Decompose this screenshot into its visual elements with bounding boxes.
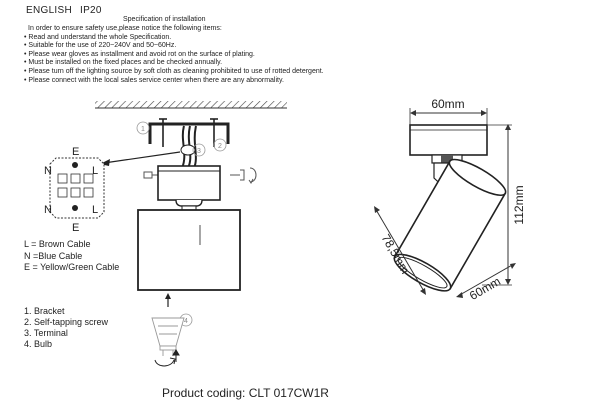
part-item: 2. Self-tapping screw bbox=[24, 317, 109, 327]
dim-height: 112mm bbox=[512, 185, 526, 224]
dim-top-width: 60mm bbox=[431, 97, 464, 111]
product-joint-fill bbox=[441, 155, 453, 163]
spec-intro: In order to ensure safety use,please not… bbox=[28, 25, 222, 32]
terminal-connector bbox=[180, 144, 196, 156]
spec-item: • Please connect with the local sales se… bbox=[24, 76, 284, 84]
bulb-icon bbox=[151, 317, 185, 356]
arm-joint bbox=[175, 199, 203, 207]
ip-rating: IP20 bbox=[80, 5, 102, 16]
ceiling-hatch bbox=[95, 101, 287, 108]
spec-item: • Must be installed on the fixed places … bbox=[24, 59, 223, 67]
callout-3 bbox=[192, 143, 206, 157]
spec-item: • Please wear gloves as installment and … bbox=[24, 50, 255, 58]
lamp-body bbox=[137, 209, 241, 291]
dim-top-arrow-right bbox=[481, 110, 487, 116]
terminal-block bbox=[49, 157, 105, 219]
dim-diameter-line bbox=[457, 263, 515, 297]
callout-1 bbox=[136, 121, 150, 135]
spec-item: • Read and understand the whole Specific… bbox=[24, 33, 172, 41]
dim-length-arrow-bottom bbox=[420, 288, 426, 295]
dim-top-arrow-left bbox=[410, 110, 416, 116]
callout-4-label: 4 bbox=[184, 318, 188, 325]
legend-item: L = Brown Cable bbox=[24, 239, 91, 249]
language-label: ENGLISH bbox=[26, 5, 73, 16]
dim-diameter-arrow-right bbox=[510, 263, 516, 269]
product-cylinder bbox=[393, 158, 507, 292]
dim-height-arrow-top bbox=[505, 124, 511, 130]
spec-item: • Suitable for the use of 220~240V and 5… bbox=[24, 42, 177, 50]
product-coding: Product coding: CLT 017CW1R bbox=[162, 386, 329, 400]
bulb-arrow-head bbox=[165, 293, 171, 299]
part-item: 1. Bracket bbox=[24, 306, 65, 316]
terminal-right-label-bottom: L bbox=[92, 204, 98, 216]
cable-legend: L = Brown Cable N =Blue Cable E = Yellow… bbox=[24, 239, 119, 274]
terminal-top-label: E bbox=[72, 146, 79, 158]
side-screw-icon bbox=[230, 167, 257, 184]
callout-3-label: 3 bbox=[197, 148, 201, 155]
dim-length-arrow-top bbox=[374, 206, 380, 213]
rotate-arrow-icon bbox=[154, 349, 180, 367]
detail-arrow bbox=[103, 151, 181, 164]
product-base bbox=[409, 124, 488, 156]
dim-diameter: 60mm bbox=[467, 274, 503, 303]
parts-list: 1. Bracket 2. Self-tapping screw 3. Term… bbox=[24, 306, 108, 350]
terminal-left-label: N bbox=[44, 165, 52, 177]
terminal-left-label-bottom: N bbox=[44, 204, 52, 216]
screw-icon bbox=[210, 118, 218, 147]
dim-length-line bbox=[374, 207, 426, 294]
legend-item: N =Blue Cable bbox=[24, 250, 83, 261]
callout-1-label: 1 bbox=[141, 126, 145, 133]
screw-icon bbox=[159, 118, 167, 147]
dim-diameter-arrow-left bbox=[456, 292, 463, 298]
terminal-right-label: L bbox=[92, 165, 98, 177]
callout-2 bbox=[213, 138, 227, 152]
bracket bbox=[148, 122, 230, 144]
spec-title: Specification of installation bbox=[123, 16, 206, 23]
legend-item: E = Yellow/Green Cable bbox=[24, 262, 120, 272]
terminal-bottom-label: E bbox=[72, 222, 79, 234]
callout-2-label: 2 bbox=[218, 143, 222, 150]
part-item: 3. Terminal bbox=[24, 328, 68, 338]
dim-height-arrow-bottom bbox=[505, 279, 511, 285]
spec-item: • Please turn off the lighting source by… bbox=[24, 67, 324, 75]
spec-list: In order to ensure safety use,please not… bbox=[24, 25, 324, 85]
mounting-base bbox=[157, 165, 221, 201]
part-item: 4. Bulb bbox=[24, 339, 53, 349]
side-screw-icon bbox=[143, 171, 158, 179]
